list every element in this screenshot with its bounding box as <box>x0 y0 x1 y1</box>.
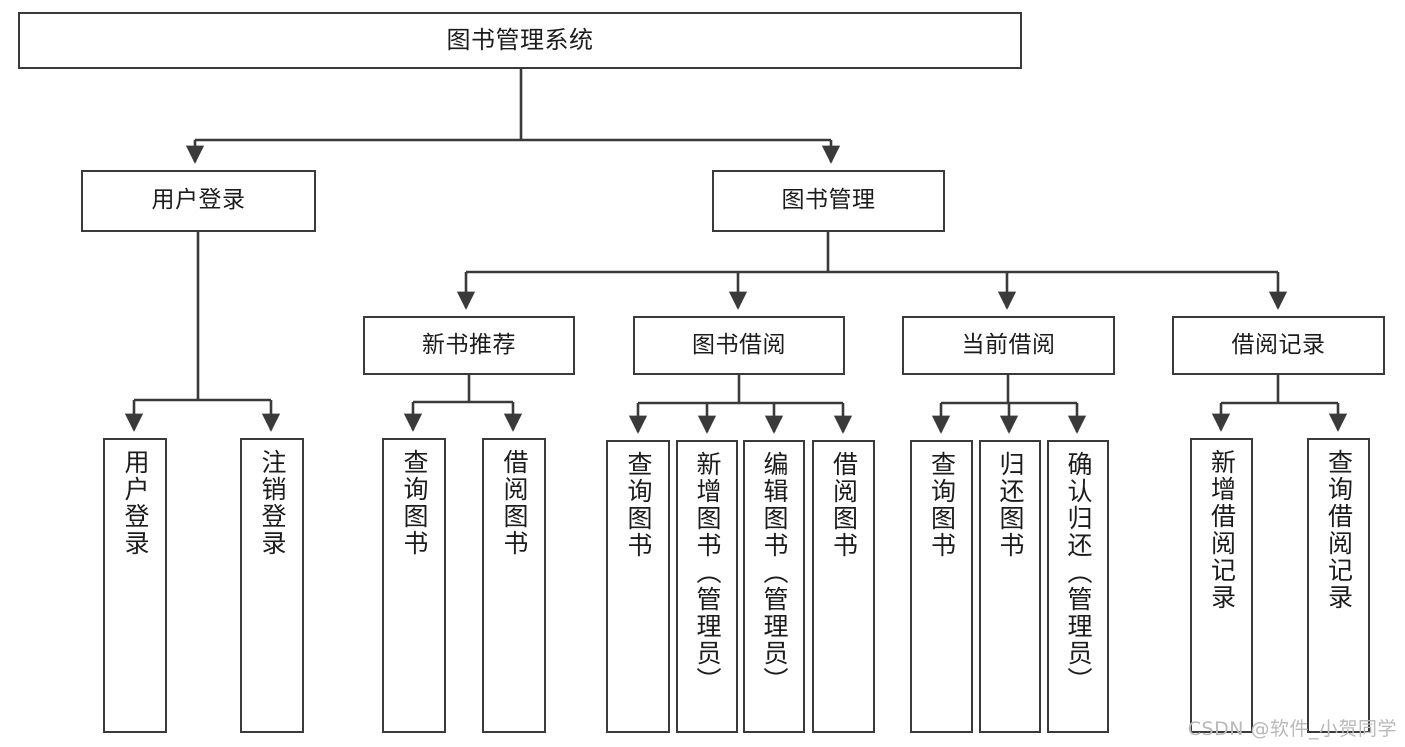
node-label: 新增借阅记录 <box>1207 449 1237 611</box>
node-label: 查询借阅记录 <box>1324 449 1354 611</box>
node-root-system[interactable]: 图书管理系统 <box>18 12 1022 69</box>
leaf-borrow-borrow-book[interactable]: 借阅图书 <box>812 440 875 733</box>
node-label: 用户登录 <box>151 187 246 214</box>
node-label: 归还图书 <box>996 451 1025 559</box>
leaf-record-query-record[interactable]: 查询借阅记录 <box>1307 438 1370 733</box>
leaf-recommend-query-book[interactable]: 查询图书 <box>382 438 446 733</box>
node-label: 图书管理 <box>781 187 876 214</box>
node-current-borrow[interactable]: 当前借阅 <box>902 316 1115 375</box>
node-new-book-recommend[interactable]: 新书推荐 <box>363 316 575 375</box>
node-label: 注销登录 <box>258 449 287 557</box>
node-label: 当前借阅 <box>961 331 1056 358</box>
node-label: 用户登录 <box>121 449 150 557</box>
node-book-borrow[interactable]: 图书借阅 <box>633 316 845 375</box>
node-label: 新增图书（管理员） <box>693 451 722 694</box>
leaf-user-login-logout[interactable]: 注销登录 <box>240 438 304 733</box>
leaf-record-add-record[interactable]: 新增借阅记录 <box>1190 438 1253 733</box>
leaf-borrow-add-book-admin[interactable]: 新增图书（管理员） <box>676 440 738 733</box>
leaf-recommend-borrow-book[interactable]: 借阅图书 <box>482 438 546 733</box>
node-label: 图书借阅 <box>692 331 786 358</box>
node-book-management[interactable]: 图书管理 <box>712 170 945 232</box>
node-user-login[interactable]: 用户登录 <box>81 170 316 232</box>
node-label: 借阅图书 <box>829 451 859 559</box>
node-label: 图书管理系统 <box>446 26 594 55</box>
leaf-current-confirm-return-admin[interactable]: 确认归还（管理员） <box>1047 440 1109 733</box>
node-label: 编辑图书（管理员） <box>760 451 789 694</box>
node-label: 借阅记录 <box>1231 331 1326 358</box>
leaf-user-login-login[interactable]: 用户登录 <box>103 438 167 733</box>
node-label: 借阅图书 <box>500 449 529 557</box>
csdn-watermark: CSDN @软件_小贺同学 <box>1187 718 1397 740</box>
node-label: 新书推荐 <box>422 331 516 358</box>
node-label: 查询图书 <box>400 449 429 557</box>
node-label: 查询图书 <box>624 451 653 559</box>
node-label: 查询图书 <box>927 451 957 559</box>
node-borrow-record[interactable]: 借阅记录 <box>1172 316 1385 375</box>
leaf-borrow-query-book[interactable]: 查询图书 <box>606 440 670 733</box>
leaf-current-return-book[interactable]: 归还图书 <box>979 440 1041 733</box>
leaf-borrow-edit-book-admin[interactable]: 编辑图书（管理员） <box>743 440 805 733</box>
node-label: 确认归还（管理员） <box>1064 451 1093 694</box>
leaf-current-query-book[interactable]: 查询图书 <box>910 440 973 733</box>
